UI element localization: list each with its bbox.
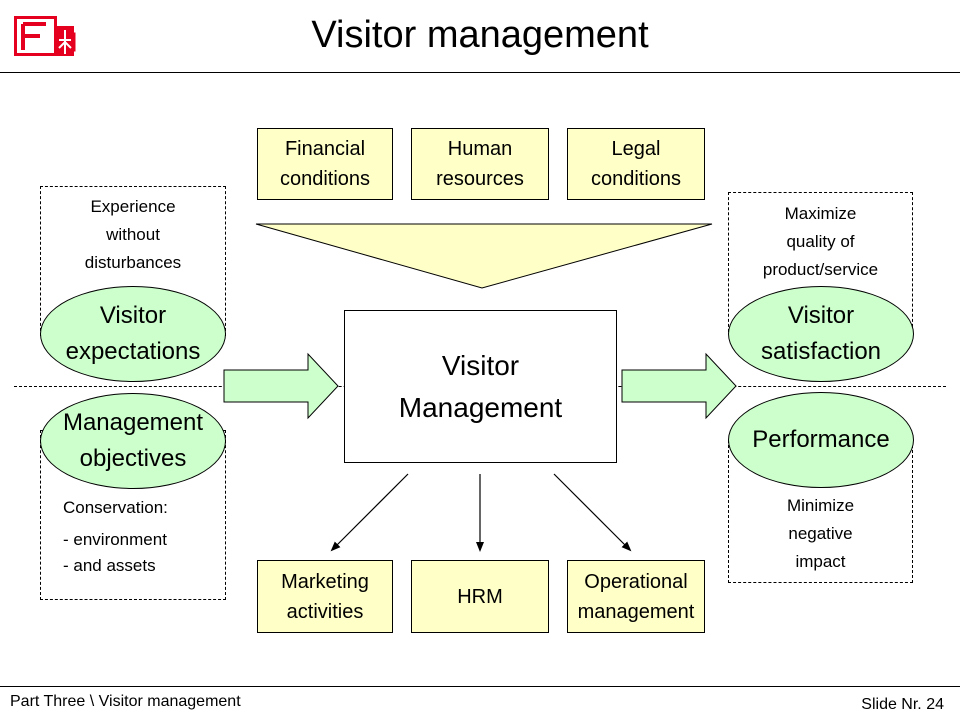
slide-title: Visitor management — [311, 14, 649, 56]
objectives-note-line-1: Conservation: — [63, 498, 168, 517]
financial-conditions-box: Financial conditions — [257, 128, 393, 200]
arrow-to-operational — [553, 473, 632, 552]
performance-ellipse: Performance — [728, 392, 914, 488]
objectives-note-line-3: - and assets — [63, 556, 156, 575]
marketing-activities-box: Marketing activities — [257, 560, 393, 633]
footer-rule — [0, 686, 960, 687]
management-objectives-ellipse: Management objectives — [40, 393, 226, 489]
satisfaction-note: Maximize quality of product/service — [762, 204, 879, 279]
visitor-satisfaction-ellipse: Visitor satisfaction — [728, 286, 914, 382]
footer-left-text: Part Three \ Visitor management — [10, 693, 241, 710]
hrm-box: HRM — [411, 560, 549, 633]
arrow-to-marketing — [330, 473, 409, 552]
downward-arrows — [330, 473, 632, 552]
objectives-note-line-2: - environment — [63, 530, 167, 549]
funnel-triangle — [255, 223, 713, 289]
objectives-note: Conservation: - environment - and assets — [63, 492, 168, 582]
expectations-note: Experience without disturbances — [84, 197, 182, 272]
visitor-expectations-ellipse: Visitor expectations — [40, 286, 226, 382]
human-resources-box: Human resources — [411, 128, 549, 200]
output-block-arrow — [621, 352, 737, 420]
legal-conditions-box: Legal conditions — [567, 128, 705, 200]
visitor-management-box: Visitor Management — [344, 310, 617, 463]
performance-note: Minimize negative impact — [786, 496, 855, 571]
fh-logo-icon — [14, 16, 76, 56]
slide-number: Slide Nr. 24 — [861, 696, 944, 713]
input-block-arrow — [223, 352, 339, 420]
title-rule — [0, 72, 960, 73]
operational-management-box: Operational management — [567, 560, 705, 633]
